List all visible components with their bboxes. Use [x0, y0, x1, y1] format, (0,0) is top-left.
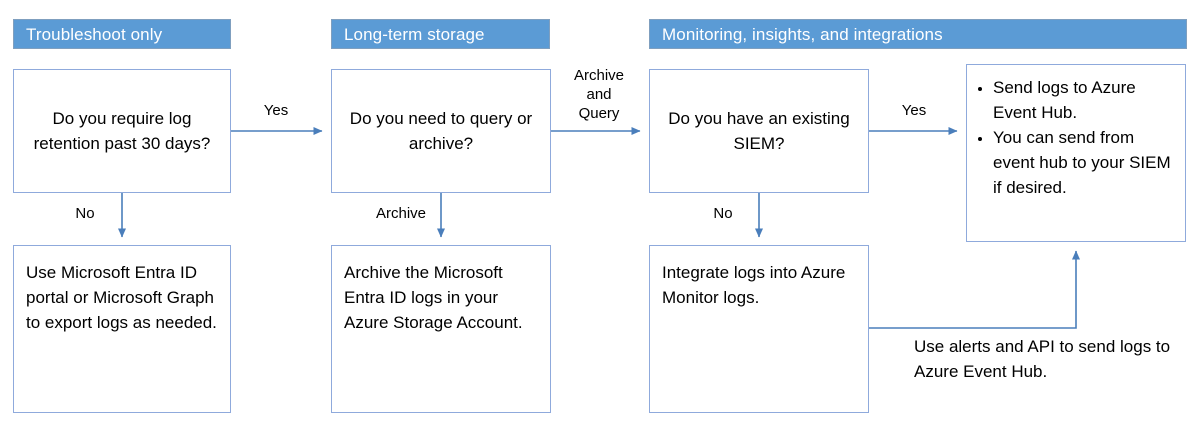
label-use-alerts-and-api: Use alerts and API to send logs to Azure…	[914, 337, 1171, 381]
node-siem-question[interactable]: Do you have an existing SIEM?	[649, 69, 869, 193]
node-azure-monitor-action[interactable]: Integrate logs into Azure Monitor logs.	[649, 245, 869, 413]
edge-label-retention-no: No	[75, 205, 95, 222]
node-siem-question-text: Do you have an existing SIEM?	[668, 109, 850, 153]
edge-label-archive: Archive	[375, 205, 427, 222]
node-retention-question-text: Do you require log retention past 30 day…	[33, 109, 211, 153]
node-event-hub-action-text: Send logs to Azure Event Hub. You can se…	[967, 65, 1185, 200]
edge-label-retention-yes: Yes	[263, 102, 289, 119]
node-entra-portal-action-text: Use Microsoft Entra ID portal or Microso…	[26, 263, 217, 332]
list-item: Send logs to Azure Event Hub.	[993, 75, 1175, 125]
node-query-archive-question-text: Do you need to query or archive?	[349, 109, 533, 153]
node-retention-question[interactable]: Do you require log retention past 30 day…	[13, 69, 231, 193]
node-archive-storage-action-text: Archive the Microsoft Entra ID logs in y…	[344, 263, 523, 332]
band-header-long-term-storage: Long-term storage	[331, 19, 550, 49]
band-header-troubleshoot-only: Troubleshoot only	[13, 19, 231, 49]
edge-azure-monitor-to-event-hub	[869, 250, 1080, 329]
node-archive-storage-action[interactable]: Archive the Microsoft Entra ID logs in y…	[331, 245, 551, 413]
node-query-archive-question[interactable]: Do you need to query or archive?	[331, 69, 551, 193]
band-header-monitoring-insights-integrations: Monitoring, insights, and integrations	[649, 19, 1187, 49]
event-hub-bullet-list: Send logs to Azure Event Hub. You can se…	[973, 75, 1179, 200]
list-item: You can send from event hub to your SIEM…	[993, 125, 1175, 200]
edge-label-siem-no: No	[713, 205, 733, 222]
node-event-hub-action[interactable]: Send logs to Azure Event Hub. You can se…	[966, 64, 1186, 242]
node-azure-monitor-action-text: Integrate logs into Azure Monitor logs.	[662, 263, 846, 307]
edge-label-siem-yes: Yes	[901, 102, 927, 119]
node-entra-portal-action[interactable]: Use Microsoft Entra ID portal or Microso…	[13, 245, 231, 413]
edge-label-archive-and-query: Archive and Query	[573, 67, 625, 122]
